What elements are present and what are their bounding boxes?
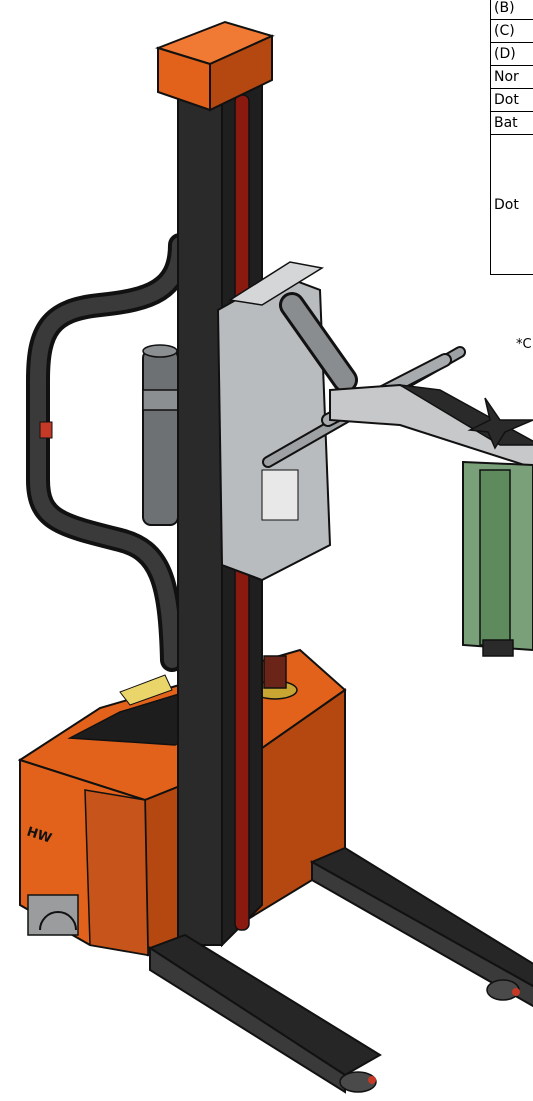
spec-row-label: (C) xyxy=(490,19,533,43)
boom-arm xyxy=(329,383,533,469)
roller-bar xyxy=(279,292,358,393)
spec-row-label: (D) xyxy=(490,42,533,66)
spec-row-label: Dot xyxy=(490,88,533,112)
base-front xyxy=(19,758,150,957)
spec-row: Nor xyxy=(490,65,533,89)
mast-cap xyxy=(154,20,275,66)
carriage-plate xyxy=(216,273,332,582)
fork-right xyxy=(309,846,533,988)
spec-row: Dot xyxy=(490,88,533,112)
spec-row: (D) xyxy=(490,42,533,66)
red-strip xyxy=(234,94,250,931)
spec-row: (B) xyxy=(490,0,533,20)
base-side xyxy=(143,688,346,957)
push-bar xyxy=(262,346,466,468)
mast xyxy=(177,84,223,946)
spec-row-label: Nor xyxy=(490,65,533,89)
spec-row-label: Bat xyxy=(490,111,533,135)
spec-row: (C) xyxy=(490,19,533,43)
handle-button xyxy=(39,421,53,439)
gripper-frame xyxy=(462,460,533,652)
fork-left xyxy=(147,933,382,1077)
battery-cylinder xyxy=(142,349,179,526)
footnote: *C xyxy=(516,337,532,352)
base-top xyxy=(17,648,347,802)
spec-row: Bat xyxy=(490,111,533,135)
handle-bar xyxy=(26,233,192,672)
spec-row: Dot xyxy=(490,134,533,275)
spec-table: (B) (C) (D) Nor Dot Bat Dot xyxy=(490,0,533,275)
spec-row-label: Dot xyxy=(490,134,533,275)
warning-label xyxy=(119,674,173,706)
brand-mark: HW xyxy=(25,825,54,847)
emergency-stop xyxy=(263,655,287,689)
clamp-knob xyxy=(467,397,533,450)
spec-row-label: (B) xyxy=(490,0,533,20)
